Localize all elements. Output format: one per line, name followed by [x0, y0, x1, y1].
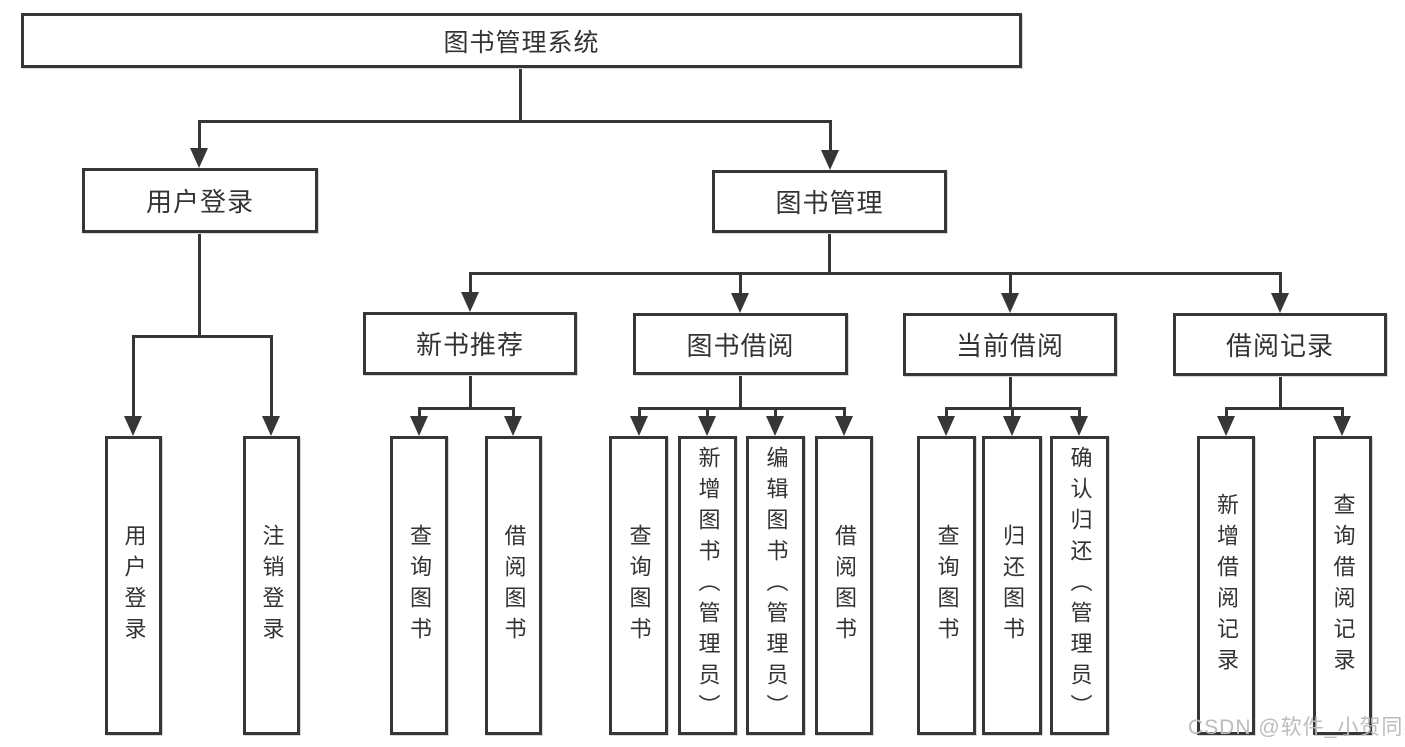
leaf-return-books-label: 归还图书: [1000, 523, 1025, 648]
csdn-watermark: CSDN @软件_小贺同学: [1188, 716, 1405, 739]
arrow-down-icon: [766, 416, 784, 436]
connector-line: [418, 407, 515, 410]
leaf-query-books-current-label: 查询图书: [934, 523, 960, 648]
connector-line: [843, 407, 846, 420]
arrow-down-icon: [1271, 293, 1289, 313]
connector-line: [1279, 376, 1282, 410]
connector-line: [1225, 407, 1228, 420]
connector-line: [1225, 407, 1344, 410]
arrow-down-icon: [731, 293, 749, 313]
leaf-logout-label: 注销登录: [259, 523, 285, 648]
arrow-down-icon: [821, 150, 839, 170]
leaf-add-borrow-record: 新增借阅记录: [1197, 436, 1255, 735]
arrow-down-icon: [937, 416, 955, 436]
connector-line: [469, 375, 472, 410]
node-book-management-label: 图书管理: [775, 188, 884, 218]
arrow-down-icon: [504, 416, 522, 436]
leaf-borrow-books-recommend: 借阅图书: [485, 436, 542, 735]
leaf-borrow-books-label: 借阅图书: [832, 523, 857, 648]
node-user-login-label: 用户登录: [145, 187, 254, 217]
connector-line: [638, 407, 641, 420]
node-new-book-recommend: 新书推荐: [363, 312, 577, 375]
connector-line: [1009, 272, 1012, 297]
leaf-edit-books-admin: 编辑图书（管理员）: [746, 436, 805, 735]
leaf-borrow-books-recommend-label: 借阅图书: [501, 523, 527, 648]
leaf-logout: 注销登录: [243, 436, 300, 735]
connector-line: [132, 335, 135, 419]
connector-line: [638, 407, 846, 410]
arrow-down-icon: [190, 148, 208, 168]
connector-line: [469, 272, 1282, 275]
node-borrow-records-label: 借阅记录: [1225, 331, 1334, 361]
leaf-query-books-borrow: 查询图书: [609, 436, 668, 735]
connector-line: [774, 407, 777, 420]
connector-line: [132, 335, 273, 338]
connector-line: [945, 407, 948, 420]
connector-line: [469, 272, 472, 296]
arrow-down-icon: [1070, 416, 1088, 436]
leaf-query-borrow-record: 查询借阅记录: [1313, 436, 1372, 735]
leaf-add-borrow-record-label: 新增借阅记录: [1214, 492, 1239, 679]
node-borrow-records: 借阅记录: [1173, 313, 1387, 376]
leaf-query-books-recommend-label: 查询图书: [407, 523, 432, 648]
connector-line: [512, 407, 515, 420]
connector-line: [198, 120, 201, 152]
arrow-down-icon: [630, 416, 648, 436]
leaf-edit-books-admin-label: 编辑图书（管理员）: [763, 446, 789, 725]
connector-line: [1011, 407, 1014, 420]
node-user-login: 用户登录: [82, 168, 318, 233]
arrow-down-icon: [1217, 416, 1235, 436]
connector-line: [829, 120, 832, 152]
connector-line: [198, 233, 201, 338]
leaf-query-books-borrow-label: 查询图书: [626, 523, 652, 648]
node-current-borrow: 当前借阅: [903, 313, 1117, 376]
arrow-down-icon: [698, 416, 716, 436]
connector-line: [199, 120, 832, 123]
leaf-add-books-admin: 新增图书（管理员）: [678, 436, 737, 735]
arrow-down-icon: [1003, 416, 1021, 436]
leaf-borrow-books: 借阅图书: [815, 436, 873, 735]
leaf-query-books-current: 查询图书: [917, 436, 976, 735]
leaf-query-books-recommend: 查询图书: [390, 436, 448, 735]
connector-line: [1078, 407, 1081, 420]
node-current-borrow-label: 当前借阅: [955, 331, 1064, 361]
connector-line: [1279, 272, 1282, 297]
arrow-down-icon: [461, 292, 479, 312]
connector-line: [519, 68, 522, 123]
arrow-down-icon: [835, 416, 853, 436]
connector-line: [418, 407, 421, 420]
connector-line: [739, 272, 742, 296]
connector-line: [1341, 407, 1344, 420]
leaf-query-borrow-record-label: 查询借阅记录: [1330, 492, 1356, 679]
arrow-down-icon: [1001, 293, 1019, 313]
arrow-down-icon: [262, 416, 280, 436]
leaf-return-books: 归还图书: [982, 436, 1042, 735]
node-book-borrow: 图书借阅: [633, 313, 848, 375]
arrow-down-icon: [124, 416, 142, 436]
node-root-label: 图书管理系统: [443, 28, 600, 57]
node-root: 图书管理系统: [21, 13, 1022, 68]
leaf-confirm-return-admin: 确认归还（管理员）: [1050, 436, 1109, 735]
leaf-user-login-label: 用户登录: [121, 523, 147, 648]
node-book-management: 图书管理: [712, 170, 947, 233]
leaf-add-books-admin-label: 新增图书（管理员）: [695, 446, 721, 725]
arrow-down-icon: [1333, 416, 1351, 436]
connector-line: [706, 407, 709, 420]
connector-line: [270, 335, 273, 419]
arrow-down-icon: [410, 416, 428, 436]
connector-line: [739, 374, 742, 410]
leaf-user-login: 用户登录: [105, 436, 162, 735]
leaf-confirm-return-admin-label: 确认归还（管理员）: [1067, 446, 1093, 725]
node-book-borrow-label: 图书借阅: [686, 330, 795, 361]
connector-line: [1009, 376, 1012, 410]
connector-line: [828, 233, 831, 275]
node-new-book-recommend-label: 新书推荐: [415, 330, 524, 360]
